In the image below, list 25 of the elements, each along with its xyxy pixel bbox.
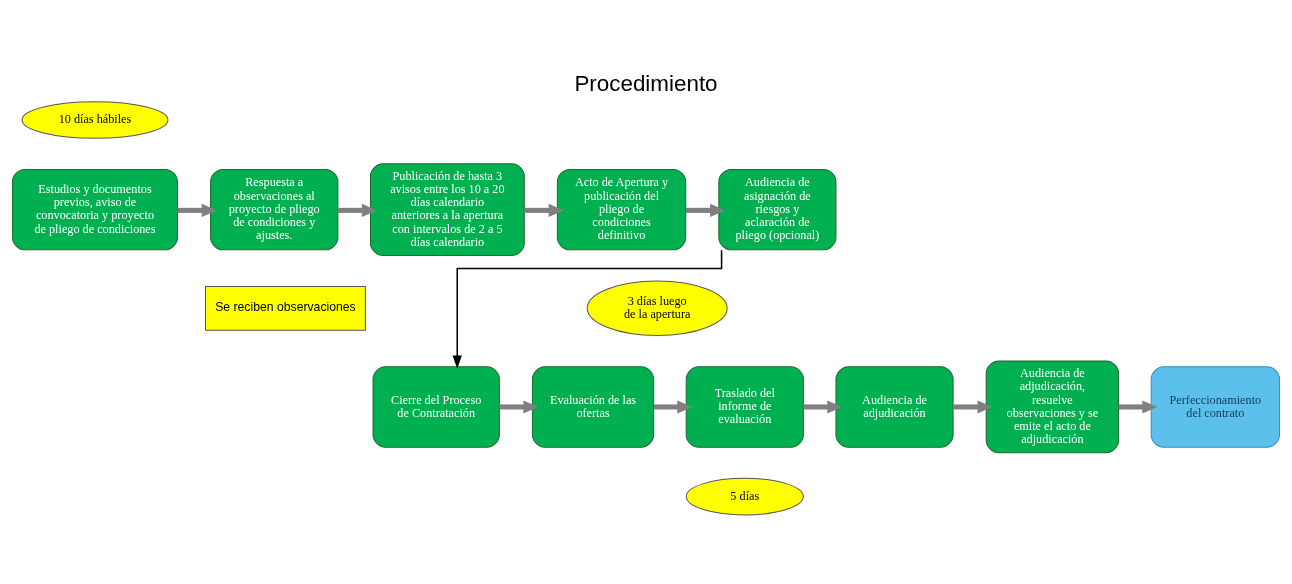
diagram-title: Procedimiento bbox=[574, 71, 718, 97]
node-box: Acto de Apertura y publicación del pliego de condiciones definitivo bbox=[556, 168, 687, 251]
arrow bbox=[803, 400, 843, 414]
node-box: Perfeccionamiento del contrato bbox=[1150, 366, 1281, 448]
arrow bbox=[685, 203, 726, 217]
node-box: Respuesta a observaciones al proyecto de pliego de condiciones y ajustes. bbox=[210, 168, 339, 251]
node-box: Traslado del informe de evaluación bbox=[685, 366, 804, 448]
arrow bbox=[653, 400, 693, 414]
node-box: Evaluación de las ofertas bbox=[531, 366, 655, 448]
arrow bbox=[499, 400, 539, 414]
arrow bbox=[338, 203, 377, 217]
node-box: Audiencia de adjudicación bbox=[835, 366, 954, 448]
node-ellipse: 3 días luego de la apertura bbox=[586, 280, 728, 337]
arrow bbox=[524, 203, 564, 217]
node-box: Se reciben observaciones bbox=[205, 285, 366, 331]
node-ellipse: 5 días bbox=[685, 477, 804, 516]
node-ellipse: 10 días hábiles bbox=[21, 101, 169, 139]
node-box: Audiencia de asignación de riesgos y aclaración de pliego (opcional) bbox=[718, 168, 837, 251]
arrow bbox=[953, 400, 993, 414]
node-box: Publicación de hasta 3 avisos entre los 10 a 20 días calendario anteriores a la apertura con intervalos de 2 a 5 días calendario bbox=[370, 163, 525, 256]
node-box: Estudios y documentos previos, aviso de convocatoria y proyecto de pliego de condiciones bbox=[11, 168, 178, 251]
node-box: Audiencia de adjudicación, resuelve observaciones y se emite el acto de adjudicación bbox=[985, 360, 1120, 454]
arrow bbox=[177, 203, 217, 217]
arrow bbox=[1118, 400, 1158, 414]
node-box: Cierre del Proceso de Contratación bbox=[372, 366, 500, 448]
